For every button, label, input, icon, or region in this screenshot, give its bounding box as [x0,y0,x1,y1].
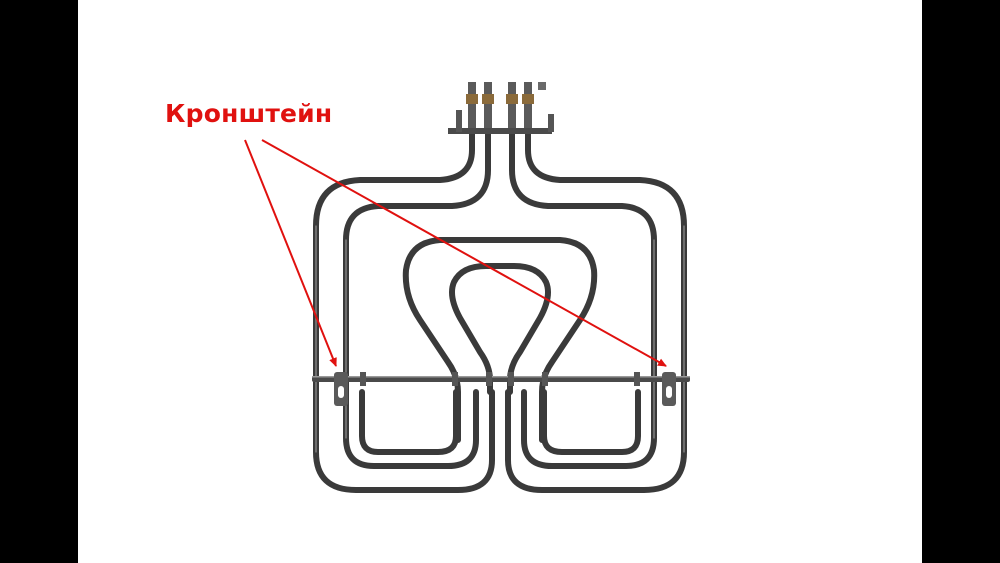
bracket-callout-label: Кронштейн [165,99,333,128]
inner-u-left [359,389,459,455]
arrow-to-left-bracket [244,139,337,367]
heating-element [313,125,687,493]
inner-u-right [541,389,641,455]
arrow-to-right-bracket [261,139,667,367]
inner-arch-inner [449,263,551,395]
callout-arrows [244,139,667,367]
inner-arch-outer [402,237,598,443]
terminal-block [448,82,554,134]
image-stage [78,0,922,563]
outer-tube [313,125,495,493]
outer-tube-right [505,125,687,493]
bracket-bar [312,372,690,406]
